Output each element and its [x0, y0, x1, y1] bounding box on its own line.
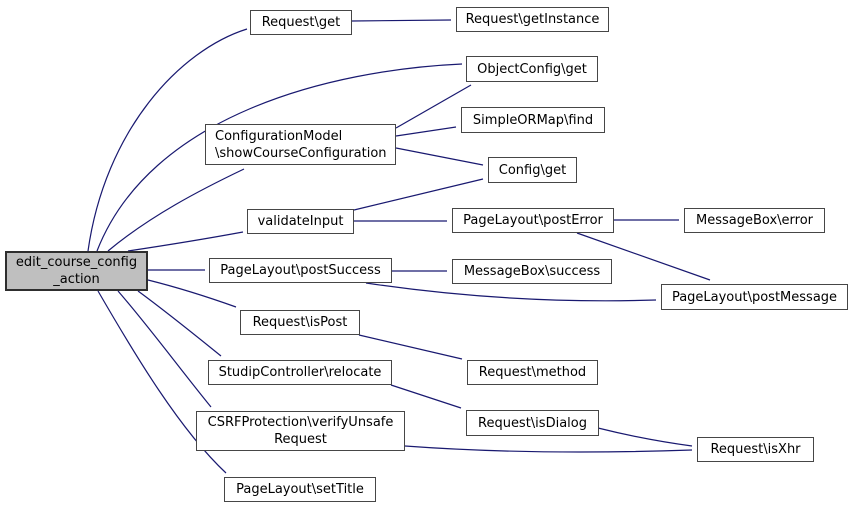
graph-node-pagelayout-posterror[interactable]: PageLayout\postError [452, 208, 614, 233]
node-label-line: StudipController\relocate [218, 365, 382, 380]
edge-configurationmodel-showcourseconfiguration--config-get [395, 147, 484, 166]
node-label-line: \showCourseConfiguration [215, 145, 387, 161]
node-label-line: Request [274, 432, 327, 447]
node-label-line: PageLayout\postSuccess [220, 263, 381, 278]
graph-node-objectconfig-get[interactable]: ObjectConfig\get [466, 56, 598, 82]
graph-node-configurationmodel-showcourseconfiguration[interactable]: ConfigurationModel\showCourseConfigurati… [205, 124, 396, 165]
edge-edit-course-config-action--configurationmodel-showcourseconfiguration [107, 168, 245, 252]
node-label-line: MessageBox\success [463, 264, 601, 279]
edge-configurationmodel-showcourseconfiguration--objectconfig-get [395, 84, 472, 129]
graph-node-messagebox-success[interactable]: MessageBox\success [452, 259, 612, 284]
node-label-line: Request\method [478, 365, 587, 380]
graph-node-request-method[interactable]: Request\method [467, 360, 598, 385]
node-label-line: PageLayout\postMessage [671, 289, 838, 305]
graph-node-pagelayout-settitle[interactable]: PageLayout\setTitle [224, 477, 376, 502]
graph-node-studipcontroller-relocate[interactable]: StudipController\relocate [208, 360, 392, 385]
node-label-line: Request\get [261, 15, 341, 30]
node-label-line: _action [53, 272, 100, 287]
graph-node-request-getinstance[interactable]: Request\getInstance [456, 7, 609, 32]
node-label-line: Request\isDialog [478, 415, 587, 431]
node-label-line: ConfigurationModel [215, 128, 343, 144]
node-label-line: ObjectConfig\get [477, 61, 587, 77]
node-label-line: SimpleORMap\find [472, 112, 594, 128]
node-label-line: Request\getInstance [465, 12, 600, 27]
edge-edit-course-config-action--request-ispost [147, 279, 237, 308]
edge-request-isdialog--request-isxhr [597, 427, 693, 447]
edge-validateinput--config-get [353, 178, 484, 211]
node-label-line: validateInput [257, 214, 344, 229]
edge-request-get--request-getinstance [351, 19, 452, 22]
edge-studipcontroller-relocate--request-isdialog [390, 384, 462, 409]
node-label-line: Config\get [498, 162, 567, 178]
graph-node-pagelayout-postsuccess[interactable]: PageLayout\postSuccess [209, 258, 392, 283]
graph-node-validateinput[interactable]: validateInput [247, 209, 354, 234]
node-label-line: Request\isXhr [710, 442, 801, 457]
graph-node-messagebox-error[interactable]: MessageBox\error [684, 208, 825, 233]
node-label-line: PageLayout\postError [463, 213, 603, 228]
node-label-line: CSRFProtection\verifyUnsafe [207, 415, 394, 430]
edge-csrfprotection-verifyunsaferequest--request-isxhr [404, 445, 693, 453]
edge-edit-course-config-action--csrfprotection-verifyunsaferequest [117, 290, 212, 408]
graph-node-pagelayout-postmessage[interactable]: PageLayout\postMessage [661, 284, 848, 310]
edge-edit-course-config-action--validateinput [127, 231, 244, 252]
graph-node-request-ispost[interactable]: Request\isPost [240, 310, 360, 335]
node-label-line: edit_course_config [15, 255, 138, 270]
node-label-line: PageLayout\setTitle [236, 482, 364, 497]
edge-edit-course-config-action--studipcontroller-relocate [137, 290, 222, 357]
node-label-line: MessageBox\error [696, 213, 813, 228]
graph-node-edit-course-config-action: edit_course_config _action [5, 251, 148, 291]
edge-configurationmodel-showcourseconfiguration--simpleormap-find [395, 126, 457, 137]
edge-pagelayout-postsuccess--pagelayout-postmessage [365, 282, 657, 302]
graph-node-request-isxhr[interactable]: Request\isXhr [697, 437, 814, 462]
graph-node-config-get[interactable]: Config\get [488, 157, 577, 183]
graph-node-simpleormap-find[interactable]: SimpleORMap\find [461, 107, 605, 133]
graph-node-request-get[interactable]: Request\get [250, 10, 352, 35]
edge-request-ispost--request-method [358, 334, 463, 360]
graph-node-request-isdialog[interactable]: Request\isDialog [466, 410, 599, 436]
node-label-line: Request\isPost [252, 315, 348, 330]
